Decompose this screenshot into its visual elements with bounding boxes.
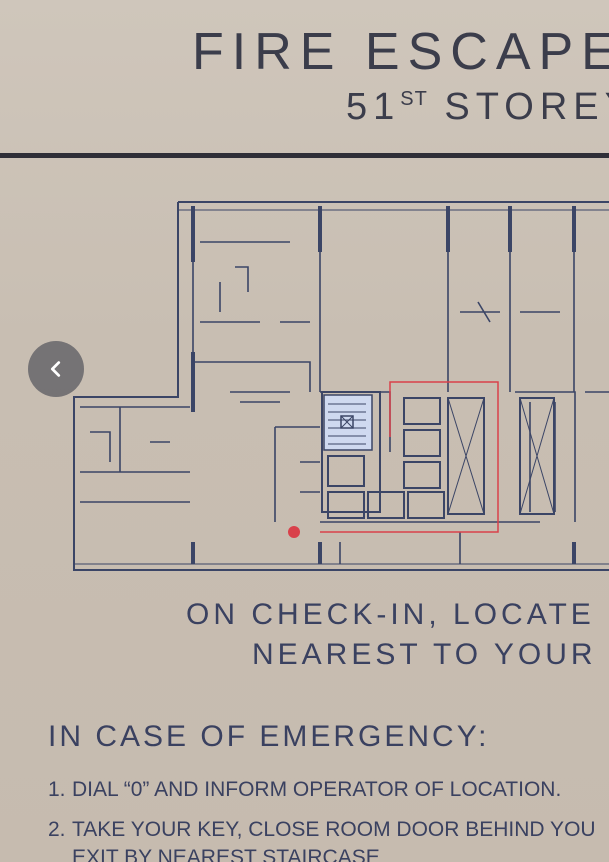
floor-word: STOREY	[444, 86, 609, 128]
you-are-here-marker	[288, 526, 300, 538]
emergency-step-2-continued: EXIT BY NEAREST STAIRCASE	[72, 846, 380, 862]
sign-title: FIRE ESCAPE	[192, 23, 609, 81]
floor-number: 51ST	[346, 86, 428, 128]
floor-label: 51ST STOREY	[346, 86, 609, 129]
emergency-step-2: 2. TAKE YOUR KEY, CLOSE ROOM DOOR BEHIND …	[48, 818, 596, 842]
step-number: 2.	[48, 818, 66, 841]
emergency-heading: IN CASE OF EMERGENCY:	[48, 720, 490, 753]
evacuation-route	[320, 381, 499, 533]
divider-line	[0, 153, 609, 158]
floor-suffix: ST	[400, 88, 428, 110]
step-number: 1.	[48, 778, 66, 801]
step-text: DIAL “0” AND INFORM OPERATOR OF LOCATION…	[72, 778, 562, 801]
plan-core	[321, 391, 555, 519]
plan-stairwell	[323, 394, 373, 451]
chevron-left-icon	[50, 361, 61, 377]
check-in-line-2: NEAREST TO YOUR	[252, 638, 597, 671]
emergency-step-1: 1. DIAL “0” AND INFORM OPERATOR OF LOCATI…	[48, 778, 561, 802]
floor-plan	[73, 201, 609, 571]
previous-image-button[interactable]	[28, 341, 84, 397]
step-text: TAKE YOUR KEY, CLOSE ROOM DOOR BEHIND YO…	[72, 818, 596, 841]
check-in-line-1: ON CHECK-IN, LOCATE	[186, 598, 595, 631]
plan-columns	[191, 206, 576, 564]
plan-outer-walls	[73, 201, 609, 571]
